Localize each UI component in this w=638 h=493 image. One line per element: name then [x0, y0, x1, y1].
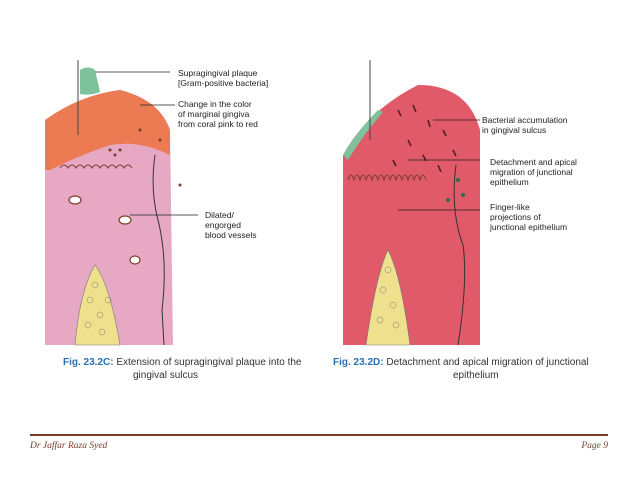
left-gingiva-illustration	[45, 60, 198, 346]
footer-page-number: Page 9	[581, 441, 608, 451]
footer-divider	[30, 434, 608, 436]
left-figure-caption: Fig. 23.2C: Extension of supragingival p…	[63, 357, 302, 381]
right-caption-number: Fig. 23.2D:	[333, 357, 384, 368]
right-gingiva-illustration	[343, 60, 480, 346]
left-caption-number: Fig. 23.2C:	[63, 357, 114, 368]
label-supragingival-plaque: Supragingival plaque[Gram-positive bacte…	[178, 68, 269, 88]
footer-author: Dr Jaffar Raza Syed	[30, 441, 108, 451]
right-figure-caption: Fig. 23.2D: Detachment and apical migrat…	[333, 357, 589, 381]
